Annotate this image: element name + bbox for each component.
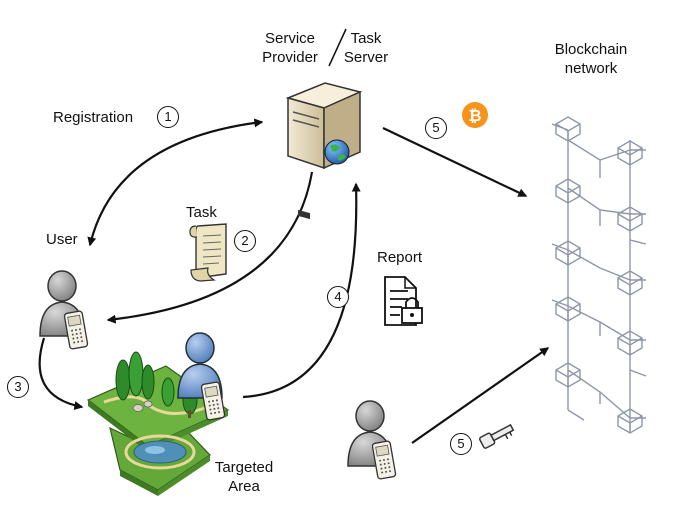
blockchain-line-1: Blockchain [554,41,628,58]
service-provider-line-1: Service [264,30,316,47]
targeted-area-label: Targeted Area [206,458,282,496]
targeted-area-line-2: Area [228,478,260,495]
service-provider-label: Service Provider [254,29,326,67]
user-label: User [46,231,78,248]
task-server-line-2: Server [343,49,389,66]
scroll-icon [189,223,227,282]
svg-text:₿: ₿ [468,107,481,125]
blockchain-line-2: network [564,60,618,77]
smartphone-icon [371,440,397,480]
targeted-area-line-1: Targeted [214,459,274,476]
report-arrow [242,182,361,399]
step-key-badge: 5 [450,433,472,455]
key-arrow [411,347,550,444]
step-payment-badge: 5 [425,117,447,139]
globe-icon [324,139,350,165]
registration-label: Registration [53,109,134,126]
task-server-label: Task Server [336,29,396,67]
report-label: Report [377,249,423,266]
task-server-line-1: Task [350,30,382,47]
lock-icon [401,297,423,324]
payment-arrow [382,127,528,197]
task-arrow [106,171,314,324]
step-registration-badge: 1 [157,106,179,128]
move-to-area-arrow [38,337,84,410]
step-task-badge: 2 [234,230,256,252]
blockchain-icon [551,116,647,434]
registration-arrow [87,118,264,247]
bitcoin-icon: ₿ [462,102,488,128]
smartphone-icon [63,310,89,350]
task-label: Task [186,204,217,221]
blockchain-network-label: Blockchain network [546,40,636,78]
label-divider [328,28,347,67]
step-report-badge: 4 [327,286,349,308]
key-icon [479,423,515,449]
step-move-badge: 3 [7,376,29,398]
service-provider-line-2: Provider [262,49,318,66]
